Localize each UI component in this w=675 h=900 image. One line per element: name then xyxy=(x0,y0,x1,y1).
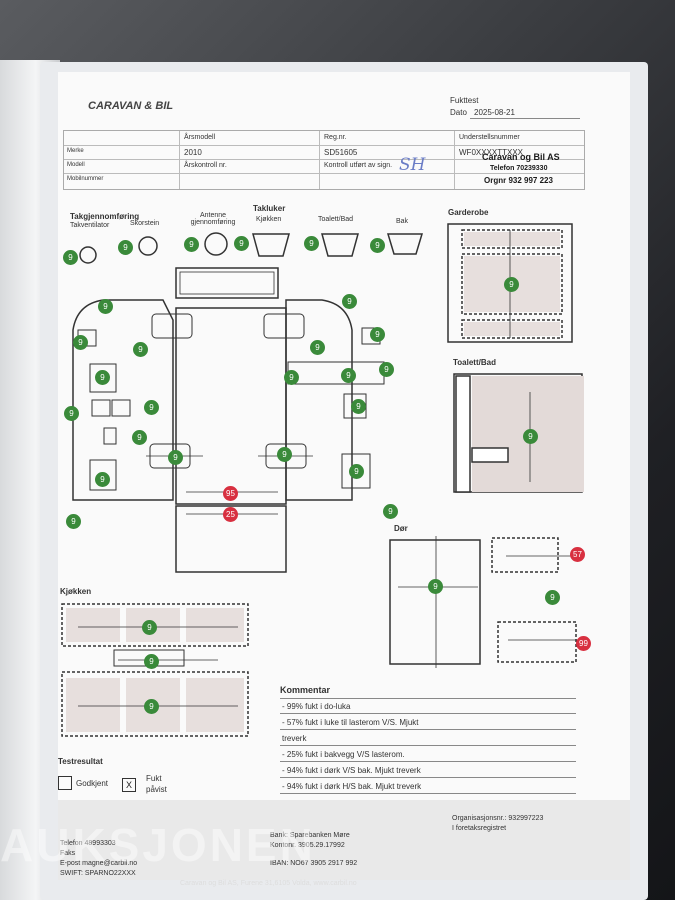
kjokken-label: Kjøkken xyxy=(256,216,282,223)
aarsmodell-label: Årsmodell xyxy=(184,134,216,141)
kommentar-line-2: - 57% fukt i luke til lasterom V/S. Mjuk… xyxy=(282,718,419,727)
reading-kjokken-3: 9 xyxy=(144,699,159,714)
reading-plan-16: 9 xyxy=(341,368,356,383)
footer-iban: IBAN: NO67 3905 2917 992 xyxy=(270,860,358,867)
footer-epost: E-post magne@carbil.no xyxy=(60,860,138,867)
reading-plan-11: 9 xyxy=(277,447,292,462)
reading-95: 95 xyxy=(223,486,238,501)
reading-plan-13: 9 xyxy=(370,327,385,342)
reading-25: 25 xyxy=(223,507,238,522)
reading-plan-12: 9 xyxy=(342,294,357,309)
kommentar-line-4: - 25% fukt i bakvegg V/S lasterom. xyxy=(282,750,405,759)
kommentar-line-5: - 94% fukt i dørk V/S bak. Mjukt treverk xyxy=(282,766,421,775)
fukttest-label: Fukttest xyxy=(450,96,479,105)
kjokken2-label: Kjøkken xyxy=(60,587,92,596)
reading-takluke-bak: 9 xyxy=(370,238,385,253)
reading-plan-6: 9 xyxy=(144,400,159,415)
stamp-line3: Orgnr 932 997 223 xyxy=(484,176,553,185)
bak-label: Bak xyxy=(396,218,409,225)
aarskontroll-label: Årskontroll nr. xyxy=(184,162,227,169)
reading-plan-14: 9 xyxy=(310,340,325,355)
testresultat-title: Testresultat xyxy=(58,757,103,766)
dato-label: Dato xyxy=(450,108,467,117)
takventilator-label: Takventilator xyxy=(70,222,110,229)
toalett-bad-label: Toalett/Bad xyxy=(318,216,354,223)
reading-plan-20: 9 xyxy=(383,504,398,519)
footer-faks: Faks xyxy=(60,850,76,857)
reading-plan-1: 9 xyxy=(98,299,113,314)
skorstein-label: Skorstein xyxy=(130,220,160,227)
reading-plan-19: 9 xyxy=(349,464,364,479)
takluker-label: Takluker xyxy=(253,204,286,213)
modell-label: Modell xyxy=(67,162,85,168)
reading-kjokken-2: 9 xyxy=(144,654,159,669)
dor-label: Dør xyxy=(394,524,408,533)
reading-dor: 9 xyxy=(428,579,443,594)
merke-label: Merke xyxy=(67,148,84,154)
garderobe-label: Garderobe xyxy=(448,208,489,217)
footer-swift: SWIFT: SPARNO22XXX xyxy=(60,870,136,877)
reading-takluke-kjokken: 9 xyxy=(234,236,249,251)
mobilnummer-label: Mobilnummer xyxy=(67,176,104,182)
footer xyxy=(58,800,630,880)
reading-99: 99 xyxy=(576,636,591,651)
footer-konto: Kontonr. 3905.29.17992 xyxy=(270,842,345,849)
footer-org: Organisasjonsnr.: 932997223 xyxy=(452,815,544,822)
reading-garderobe: 9 xyxy=(504,277,519,292)
godkjent-checkbox xyxy=(58,776,72,790)
reading-skorstein: 9 xyxy=(118,240,133,255)
watermark: AUKSJONEN xyxy=(0,819,316,871)
reading-plan-18: 9 xyxy=(351,399,366,414)
reading-57: 57 xyxy=(570,547,585,562)
kommentar-line-6: - 94% fukt i dørk H/S bak. Mjukt treverk xyxy=(282,782,422,791)
reading-plan-5: 9 xyxy=(64,406,79,421)
reading-takluke-toalett: 9 xyxy=(304,236,319,251)
aarsmodell-value: 2010 xyxy=(184,148,202,157)
kommentar-line-1: - 99% fukt i do-luka xyxy=(282,702,351,711)
understell-label: Understellsnummer xyxy=(459,134,520,141)
reading-kjokken-1: 9 xyxy=(142,620,157,635)
reading-plan-2: 9 xyxy=(73,335,88,350)
footer-telefon: Telefon 48993303 xyxy=(60,840,116,847)
stamp-line2: Telefon 70239330 xyxy=(490,165,548,172)
dato-value: 2025-08-21 xyxy=(474,108,515,117)
reading-plan-15: 9 xyxy=(284,370,299,385)
godkjent-label: Godkjent xyxy=(76,779,109,788)
reading-takventilator: 9 xyxy=(63,250,78,265)
toalett-bad2-label: Toalett/Bad xyxy=(453,358,496,367)
takgjennomforing-label: Takgjennomføring xyxy=(70,212,140,221)
reading-toalett-bad: 9 xyxy=(523,429,538,444)
signature: SH xyxy=(399,155,426,175)
reading-plan-9: 9 xyxy=(66,514,81,529)
fukt-label-1: Fukt xyxy=(146,774,162,783)
kommentar-title: Kommentar xyxy=(280,685,331,695)
fukt-checkbox: X xyxy=(122,778,136,792)
reading-plan-3: 9 xyxy=(133,342,148,357)
stamp-line1: Caravan og Bil AS xyxy=(482,152,560,162)
reading-plan-8: 9 xyxy=(95,472,110,487)
footer-address: Caravan og Bil AS, Furene 31,6105 Volda,… xyxy=(180,880,357,887)
info-table: Merke Modell Mobilnummer Årsmodell 2010 … xyxy=(63,130,585,190)
reading-plan-10: 9 xyxy=(168,450,183,465)
understell-value: WF0XXXXTTXXX xyxy=(459,148,524,157)
antenne-label: Antenne gjennomføring xyxy=(190,212,236,226)
fukt-label-2: påvist xyxy=(146,785,167,794)
reading-plan-7: 9 xyxy=(132,430,147,445)
logo: CARAVAN & BIL xyxy=(88,100,174,112)
reading-plan-17: 9 xyxy=(379,362,394,377)
reading-dor-2: 9 xyxy=(545,590,560,605)
footer-bank: Bank: Sparebanken Møre xyxy=(270,832,350,839)
regnr-label: Reg.nr. xyxy=(324,134,347,141)
reading-plan-4: 9 xyxy=(95,370,110,385)
kontroll-label: Kontroll utført av sign. xyxy=(324,162,393,169)
regnr-value: SD51605 xyxy=(324,148,358,157)
kommentar-line-3: treverk xyxy=(282,734,307,743)
footer-foretak: I foretaksregistret xyxy=(452,825,507,832)
reading-antenne: 9 xyxy=(184,237,199,252)
fukttest-sheet: CARAVAN & BIL Fukttest Dato 2025-08-21 M… xyxy=(58,72,630,880)
